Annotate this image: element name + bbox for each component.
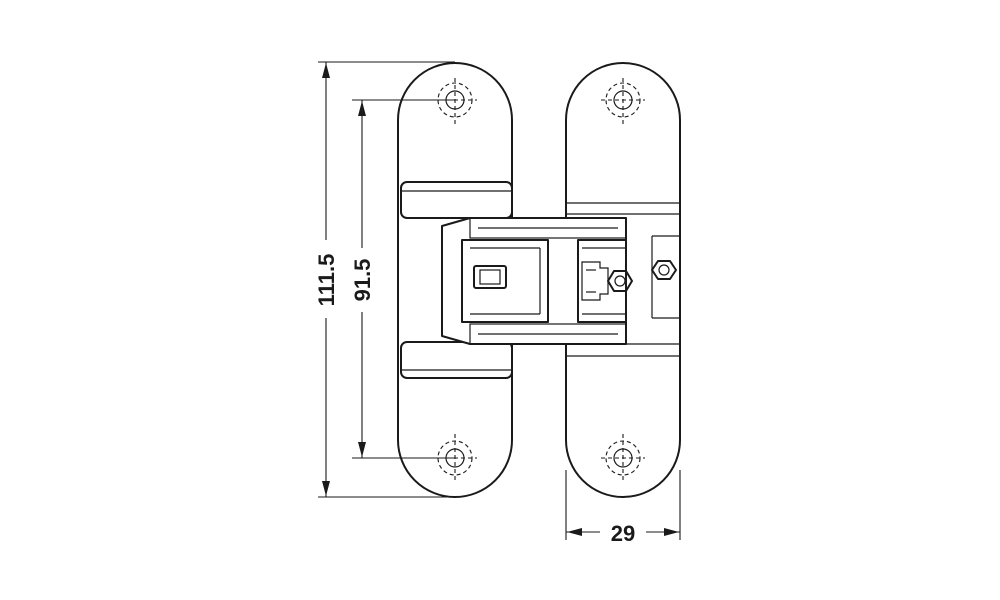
dimension-leaf-width: 29: [565, 470, 681, 546]
screw-hole-top-right: [601, 78, 645, 124]
dimension-label-leaf-width: 29: [611, 521, 635, 546]
screw-hole-bottom-left: [433, 434, 477, 480]
dimension-label-screw-spacing: 91.5: [350, 259, 375, 302]
adjustment-screw-hex: [607, 270, 633, 292]
hinge-linkage: [441, 217, 627, 345]
dimension-screw-spacing: 91.5: [350, 99, 455, 459]
screw-hole-top-left: [433, 78, 477, 124]
screw-hole-bottom-right: [601, 434, 645, 480]
left-hinge-leaf: [397, 62, 513, 498]
adjustment-screw-hex-2: [651, 260, 677, 280]
dimension-overall-height: 111.5: [314, 61, 455, 498]
dimension-label-overall-height: 111.5: [314, 254, 339, 307]
